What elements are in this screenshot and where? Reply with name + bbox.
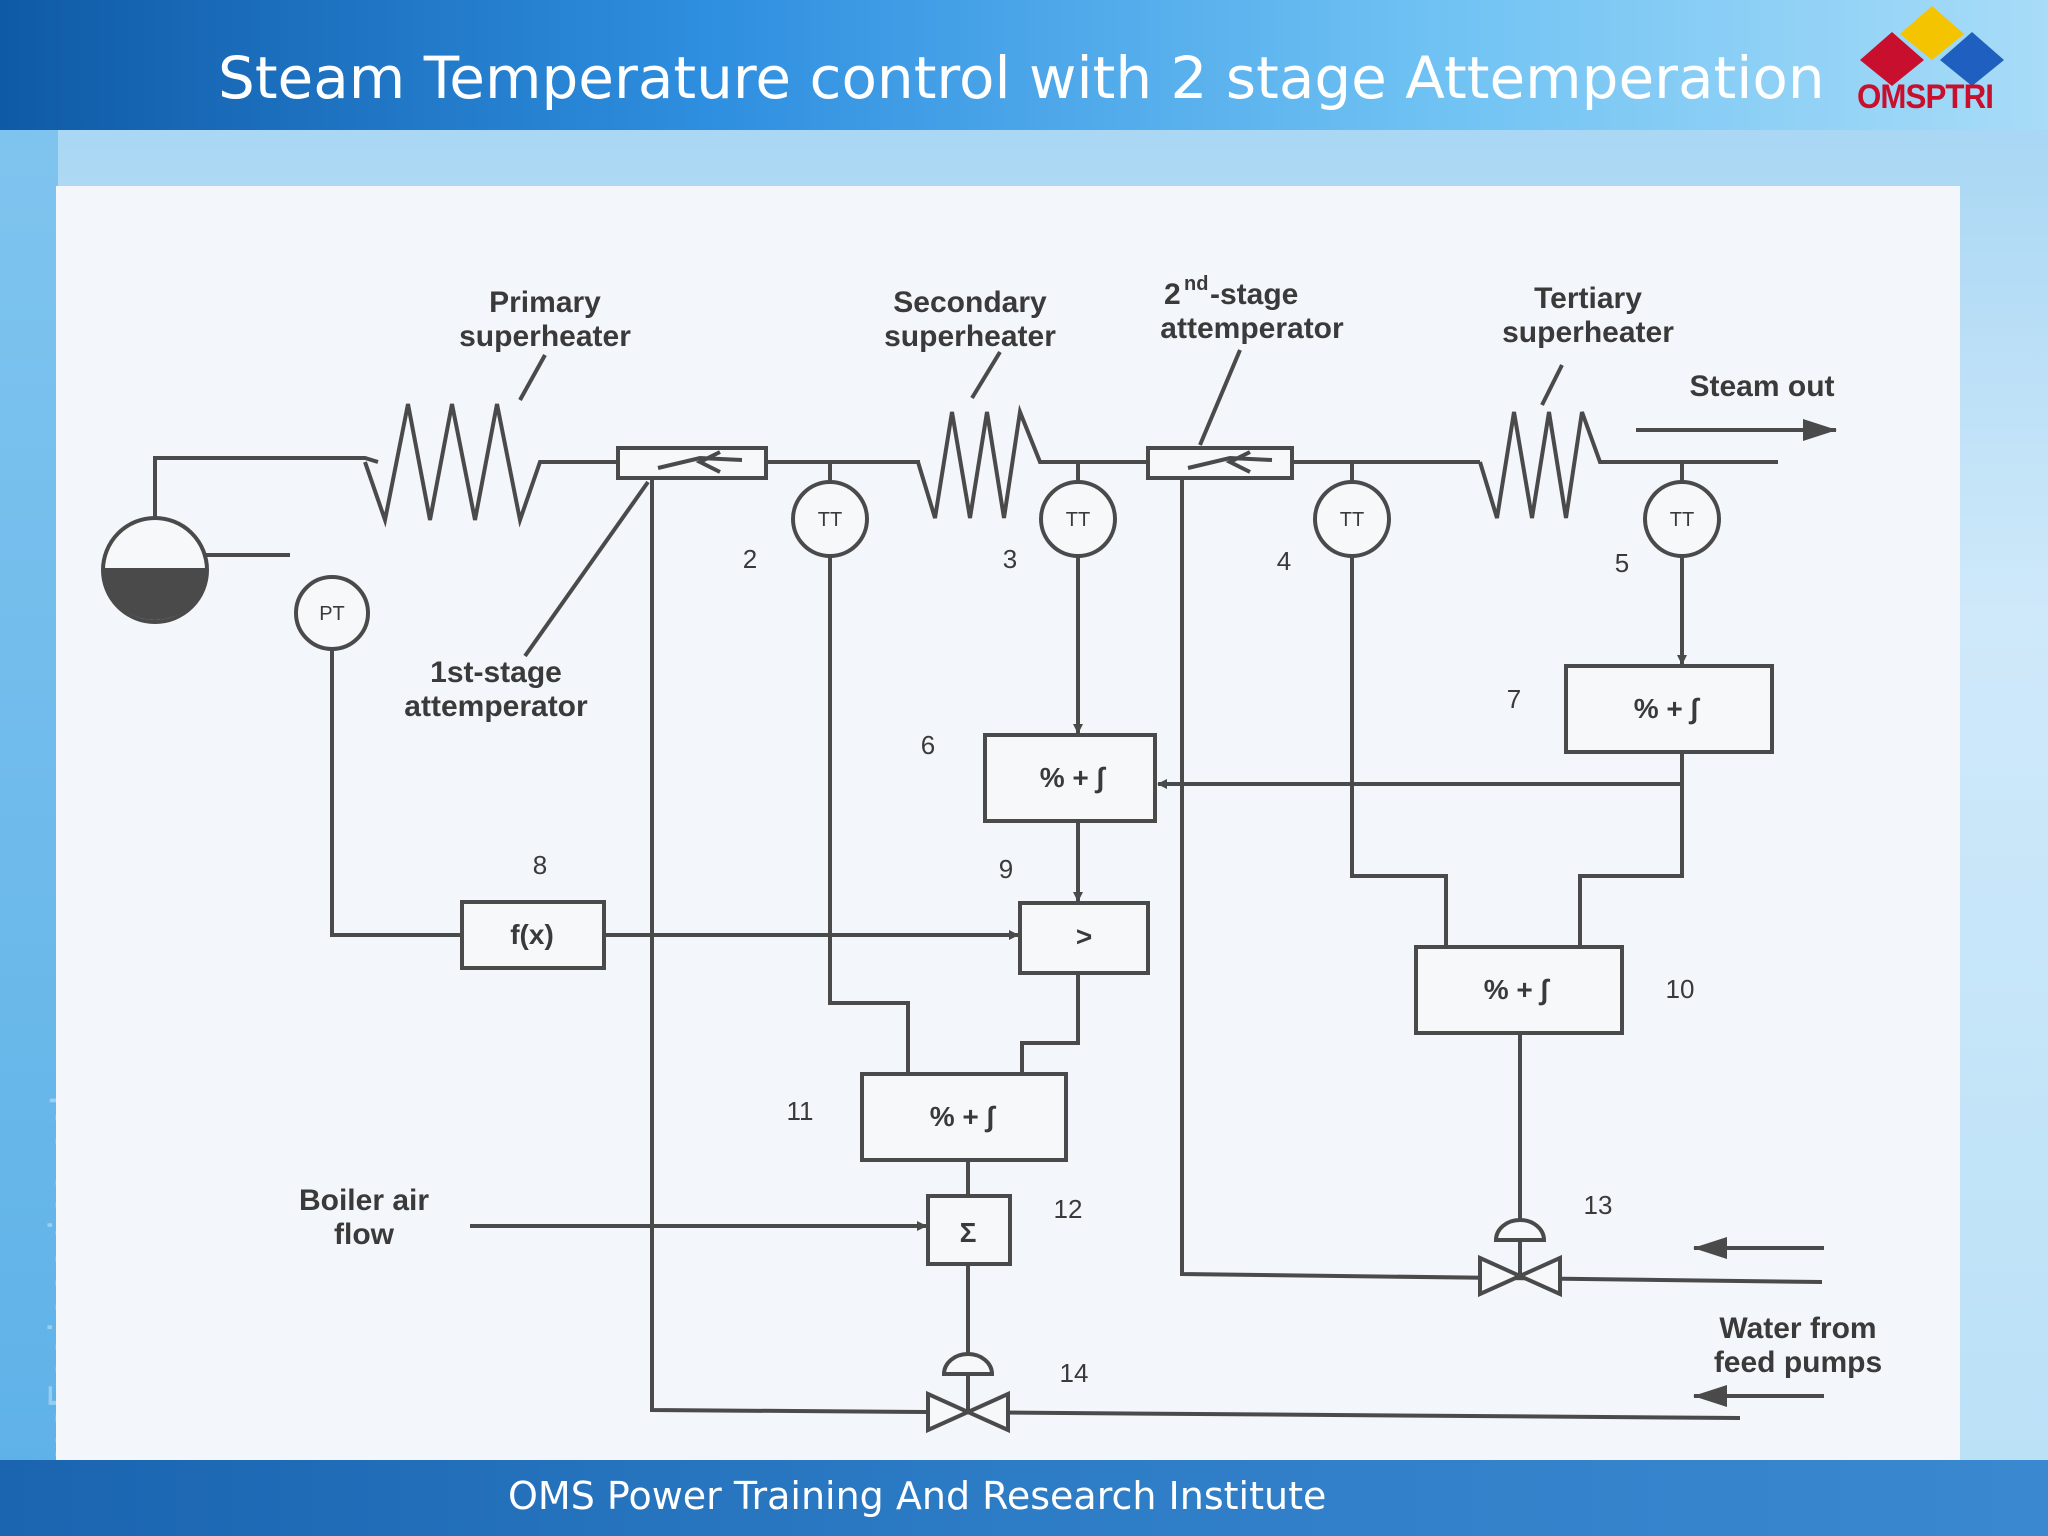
steam-line-drum <box>153 456 379 518</box>
block-8-label: f(x) <box>510 919 554 950</box>
num-9: 9 <box>999 854 1013 884</box>
label-second-stage-text: -stage <box>1210 278 1298 311</box>
label-second-stage-sup: nd <box>1184 273 1208 295</box>
num-2: 2 <box>743 544 757 574</box>
pt-transmitter: PT <box>294 575 370 651</box>
label-tertiary-2: superheater <box>1502 316 1674 349</box>
tertiary-superheater-coil <box>1478 411 1778 519</box>
diagram-area: PT TT TT TT TT % + ∫ % + ∫ > f(x) <box>56 186 1960 1460</box>
logo-red-diamond <box>1860 32 1924 86</box>
first-stage-attemperator-body <box>616 446 768 480</box>
secondary-superheater-coil <box>916 404 1148 519</box>
primary-superheater-coil <box>363 403 618 528</box>
block-12-label: Σ <box>960 1217 977 1248</box>
num-5: 5 <box>1615 548 1629 578</box>
num-8: 8 <box>533 850 547 880</box>
label-steam-out: Steam out <box>1689 370 1834 403</box>
footer-text: OMS Power Training And Research Institut… <box>508 1474 1327 1518</box>
logo-yellow-diamond <box>1900 6 1964 60</box>
num-4: 4 <box>1277 546 1291 576</box>
omsptri-logo <box>1860 6 2004 86</box>
tt-transmitter-2: TT <box>791 480 869 558</box>
block-10-pi <box>1414 945 1624 1035</box>
svg-text:PT: PT <box>319 603 345 625</box>
tt-transmitter-5: TT <box>1643 480 1721 558</box>
block-6-pi <box>983 733 1157 823</box>
label-tertiary-1: Tertiary <box>1534 282 1642 315</box>
svg-text:TT: TT <box>1066 509 1090 531</box>
label-water-2: feed pumps <box>1714 1346 1882 1379</box>
label-secondary-1: Secondary <box>893 286 1047 319</box>
label-first-stage-1: 1st-stage <box>430 656 562 689</box>
block-11-label: % + ∫ <box>930 1101 997 1133</box>
block-9-label: > <box>1076 921 1092 952</box>
num-14: 14 <box>1060 1358 1089 1388</box>
left-decor-band <box>0 130 58 1460</box>
logo-text: OMSPTRI <box>1857 78 1994 116</box>
num-3: 3 <box>1003 544 1017 574</box>
label-water-1: Water from <box>1719 1312 1876 1345</box>
label-boiler-air-2: flow <box>334 1218 395 1251</box>
valve-13 <box>1478 1218 1562 1298</box>
block-11-pi <box>860 1072 1068 1162</box>
block-8-fx <box>460 900 606 970</box>
footer-bar: OMS Power Training And Research Institut… <box>0 1460 2048 1536</box>
slide-title: Steam Temperature control with 2 stage A… <box>218 44 1825 112</box>
second-stage-attemperator-body <box>1146 446 1294 480</box>
num-13: 13 <box>1584 1190 1613 1220</box>
label-second-stage-2: attemperator <box>1160 312 1344 345</box>
num-12: 12 <box>1054 1194 1083 1224</box>
num-6: 6 <box>921 730 935 760</box>
num-11: 11 <box>787 1096 814 1126</box>
block-6-label: % + ∫ <box>1040 762 1107 794</box>
control-diagram: PT TT TT TT TT % + ∫ % + ∫ > f(x) <box>101 273 1882 1434</box>
tt-transmitter-4: TT <box>1313 480 1391 558</box>
label-boiler-air-1: Boiler air <box>299 1184 429 1217</box>
logo-blue-diamond <box>1940 32 2004 86</box>
label-second-stage-num: 2 <box>1164 278 1181 311</box>
svg-text:TT: TT <box>1670 509 1694 531</box>
label-primary-2: superheater <box>459 320 631 353</box>
valve-14 <box>926 1352 1010 1434</box>
block-10-label: % + ∫ <box>1484 974 1551 1006</box>
svg-text:TT: TT <box>1340 509 1364 531</box>
boiler-drum <box>101 516 209 624</box>
label-secondary-2: superheater <box>884 320 1056 353</box>
label-first-stage-2: attemperator <box>404 690 588 723</box>
num-10: 10 <box>1666 974 1695 1004</box>
label-primary-1: Primary <box>489 286 601 319</box>
block-7-pi <box>1564 664 1774 754</box>
num-7: 7 <box>1507 684 1521 714</box>
title-bar: Steam Temperature control with 2 stage A… <box>0 0 2048 130</box>
block-7-label: % + ∫ <box>1634 693 1701 725</box>
block-9-high-select <box>1018 901 1150 975</box>
svg-text:TT: TT <box>818 509 842 531</box>
tt-transmitter-3: TT <box>1039 480 1117 558</box>
